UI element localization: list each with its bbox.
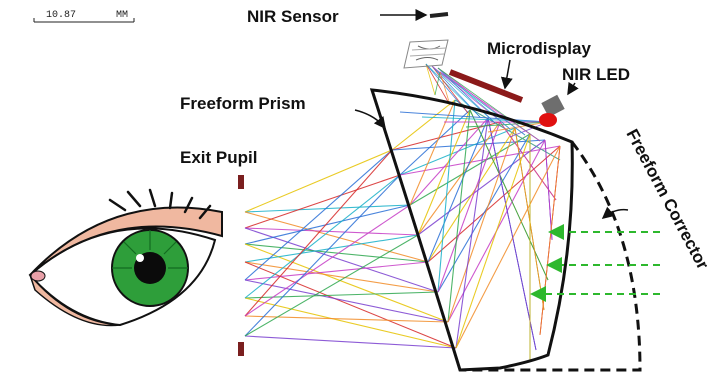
optical-ray	[399, 109, 471, 176]
optical-ray	[244, 174, 401, 337]
optical-ray	[434, 71, 441, 96]
optical-ray	[399, 145, 561, 176]
optical-ray	[244, 174, 401, 229]
optical-ray	[437, 121, 501, 293]
optical-ray	[539, 145, 561, 336]
optical-ray	[487, 117, 537, 351]
optical-ray	[417, 121, 501, 236]
optical-ray	[244, 234, 419, 263]
ray-bundle	[244, 63, 561, 360]
scale-unit: MM	[116, 10, 128, 21]
optical-ray	[244, 297, 457, 349]
optical-ray	[244, 174, 401, 299]
optical-ray	[421, 116, 549, 123]
optical-ray	[244, 291, 439, 299]
optical-ray	[244, 149, 393, 281]
optical-ray	[244, 204, 411, 245]
optical-ray	[447, 109, 471, 323]
optical-ray	[244, 315, 449, 323]
optical-ray	[244, 243, 429, 263]
optical-ray	[439, 71, 451, 106]
optical-ray	[244, 149, 393, 317]
optical-ray	[439, 71, 541, 142]
optical-ray	[447, 127, 516, 323]
optical-ray	[244, 261, 439, 293]
optical-ray	[244, 243, 449, 323]
optical-ray	[431, 65, 496, 124]
nir-led-element	[539, 94, 565, 127]
optical-ray	[244, 204, 411, 213]
optical-ray	[439, 71, 526, 136]
optical-ray	[455, 145, 561, 349]
optical-ray	[427, 145, 561, 263]
optical-ray	[437, 67, 511, 130]
corrector-ray-arrows	[530, 224, 660, 302]
optical-ray	[244, 149, 393, 213]
optical-ray	[417, 109, 471, 236]
optical-ray	[244, 234, 419, 337]
optical-ray	[455, 117, 489, 349]
scale-value: 10.87	[46, 10, 76, 21]
optical-ray	[427, 127, 516, 263]
optical-ray	[425, 63, 436, 96]
scale-bar: 10.87 MM	[33, 10, 135, 23]
microdisplay-element	[448, 69, 524, 103]
label-freeform-prism: Freeform Prism	[180, 94, 306, 113]
optical-ray	[244, 261, 429, 281]
label-arrows	[354, 9, 629, 219]
optical-ray	[427, 117, 489, 263]
optical-ray	[455, 133, 531, 349]
exit-pupil-mark-bottom	[238, 342, 244, 356]
sensor-lens	[403, 39, 449, 69]
optical-ray	[409, 133, 531, 206]
optical-ray	[409, 99, 456, 206]
freeform-prism-shape	[369, 88, 574, 372]
optical-ray	[391, 121, 501, 151]
exit-pupil-mark-top	[238, 175, 244, 189]
optical-ray	[391, 99, 456, 151]
label-microdisplay: Microdisplay	[487, 39, 591, 58]
label-nir-sensor: NIR Sensor	[247, 7, 339, 26]
eye-illustration	[28, 188, 223, 327]
optical-ray	[417, 139, 546, 236]
freeform-corrector-shape	[460, 141, 642, 372]
optical-ray	[544, 139, 553, 241]
optical-ray	[487, 121, 549, 133]
optical-ray	[391, 139, 546, 151]
optical-ray	[499, 121, 557, 201]
optical-ray	[514, 127, 545, 311]
optical-ray	[437, 99, 456, 293]
label-freeform-corrector: Freeform Corrector	[622, 126, 712, 273]
optical-ray	[465, 121, 549, 128]
label-exit-pupil: Exit Pupil	[180, 148, 257, 167]
label-nir-led: NIR LED	[562, 65, 630, 84]
optical-ray	[244, 279, 449, 323]
optical-ray	[244, 204, 411, 317]
optical-ray	[399, 111, 549, 123]
optical-ray	[425, 63, 451, 106]
optical-ray	[244, 227, 439, 293]
optical-ray	[244, 227, 419, 236]
nir-sensor-element	[429, 12, 449, 18]
optical-ray	[244, 211, 429, 263]
optical-ray	[244, 335, 457, 349]
